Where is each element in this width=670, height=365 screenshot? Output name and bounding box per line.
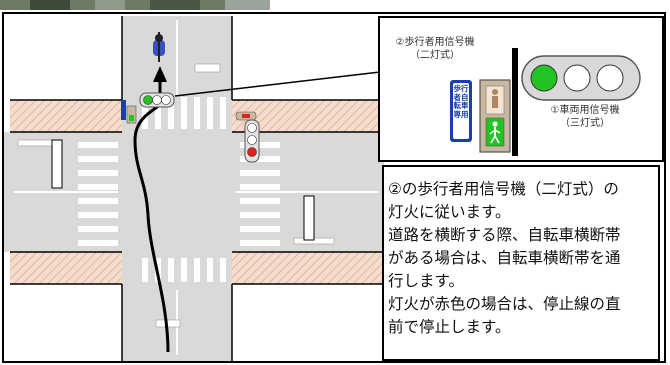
crosswalk-west [78,142,118,246]
path-arrow-icon [153,66,167,82]
description-box [382,165,660,361]
sidewalks [10,100,382,284]
description-line: 灯火に従います。 [388,203,511,221]
description-line: 行します。 [388,272,464,290]
description-text: ②の歩行者用信号機（二灯式）の 灯火に従います。 道路を横断する際、自転車横断帯… [388,178,654,339]
vehicle-signal-label-line2: （三灯式） [560,118,610,129]
photo-strip [0,0,270,10]
pedestrian-signal-label-line1: ②歩行者用信号機 [395,37,475,48]
description-line: ②の歩行者用信号機（二灯式）の [388,180,619,198]
street-pedestrian-signal [121,100,137,124]
pedestrian-signal-label: ②歩行者用信号機 （二灯式） [395,36,475,62]
street-right-signals [235,111,260,163]
callout-leader [174,71,381,97]
description-line: がある場合は、自転車横断帯を通 [388,249,621,267]
description-line: 道路を横断する際、自転車横断帯 [388,226,621,244]
pedestrian-signal-label-line2: （二灯式） [410,50,460,61]
road-markings [17,63,335,328]
bike-pedestrian-sign: 歩行者自転車専用 [450,80,472,142]
bicycle-path [133,78,170,353]
description-line: 前で停止します。 [388,318,511,336]
vehicle-signal-large [521,55,641,101]
description-line: 灯火が赤色の場合は、停止線の直 [388,295,621,313]
crosswalk-east [240,142,280,246]
vehicle-signal-label-line1: ①車両用信号機 [550,105,620,116]
callout-signals [479,48,641,156]
signal-callout [378,16,664,162]
bike-sign-text: 歩行者自転車専用 [453,84,469,119]
street-vehicle-signal [139,92,175,108]
crosswalk-north [142,97,226,129]
road-edges [10,16,382,361]
pedestrian-signal-large [479,79,511,153]
cyclist-icon [153,32,165,62]
median-posts [51,139,315,241]
vehicle-signal-label: ①車両用信号機 （三灯式） [540,104,630,130]
